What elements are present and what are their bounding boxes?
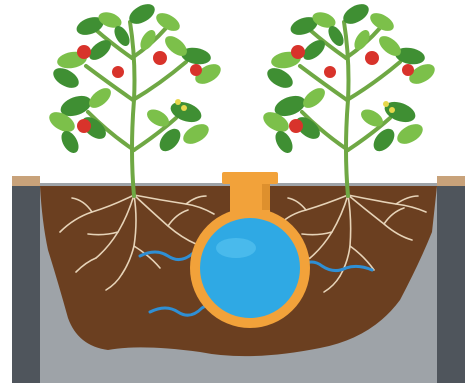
pot-neck-shade — [262, 184, 270, 210]
pot-water-highlight — [216, 238, 256, 258]
pot-water — [200, 218, 300, 318]
trench-wall-right — [437, 183, 465, 383]
ground-cap-right — [437, 176, 465, 186]
ground-cap-left — [12, 176, 40, 186]
water-icon — [200, 218, 300, 318]
trench-wall — [12, 183, 40, 383]
